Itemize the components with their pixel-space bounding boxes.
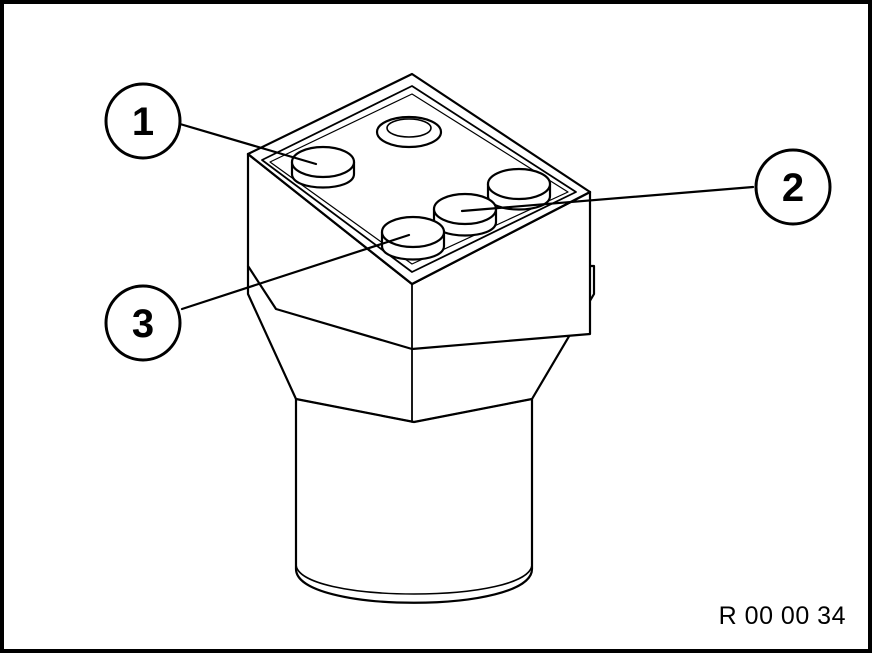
plug-right-rear (486, 167, 552, 211)
plug-2 (432, 192, 498, 237)
callout-2: 2 (754, 148, 832, 226)
top-face (246, 72, 592, 286)
svg-text:1: 1 (132, 100, 154, 144)
callout-1: 1 (104, 82, 182, 160)
leader-line-1 (178, 122, 318, 166)
plug-1 (290, 145, 356, 189)
callout-3: 3 (104, 284, 182, 362)
svg-text:3: 3 (132, 302, 154, 346)
part-illustration: 1 2 3 (104, 72, 832, 604)
leader-line-2 (460, 185, 755, 213)
svg-text:2: 2 (782, 166, 804, 210)
port-rear-open (375, 115, 443, 149)
shaft (294, 397, 534, 604)
reference-code: R 00 00 34 (718, 602, 846, 630)
leader-line-3 (180, 233, 411, 311)
plug-3 (380, 215, 446, 261)
